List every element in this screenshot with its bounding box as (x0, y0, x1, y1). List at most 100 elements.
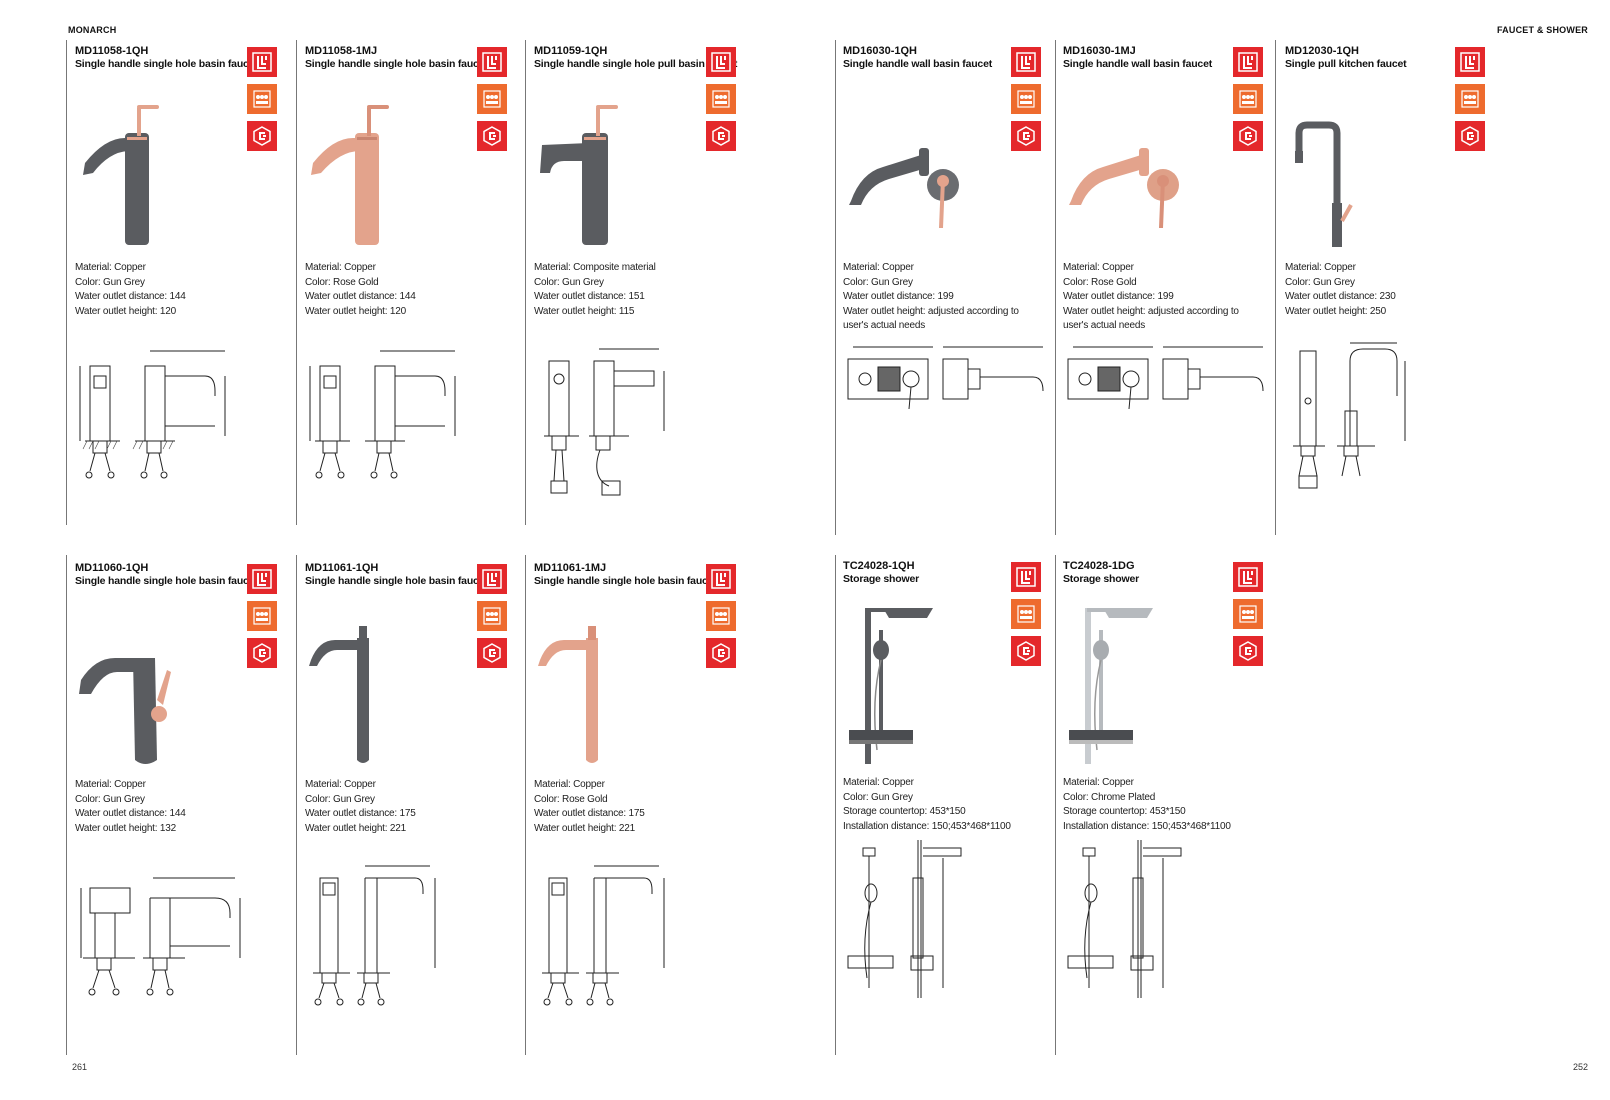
badge-column (1233, 562, 1265, 673)
product-title: Single handle wall basin faucet (1063, 58, 1213, 70)
c-mark-icon (1233, 121, 1263, 151)
badge-column (477, 47, 509, 158)
column-divider (66, 40, 67, 525)
column-divider (525, 40, 526, 525)
product-code: MD11058-1MJ (305, 45, 378, 57)
badge-column (1233, 47, 1265, 158)
product-card: TC24028-1QH Storage shower Material: Cop… (843, 560, 1058, 1050)
column-divider (835, 40, 836, 535)
design-award-icon (247, 84, 277, 114)
technical-drawing (1285, 341, 1485, 511)
c-mark-icon (477, 121, 507, 151)
badge-column (706, 564, 738, 675)
product-card: MD11058-1MJ Single handle single hole ba… (305, 45, 530, 535)
certification-mark-icon (1233, 562, 1263, 592)
c-mark-icon (247, 121, 277, 151)
product-title: Single handle single hole basin faucet (305, 58, 488, 70)
product-title: Single handle single hole basin faucet (534, 575, 717, 587)
product-specs: Material: Composite material Color: Gun … (534, 262, 656, 317)
product-title: Storage shower (1063, 573, 1139, 585)
technical-drawing (534, 341, 734, 501)
design-award-icon (477, 601, 507, 631)
column-divider (296, 40, 297, 525)
column-divider (1275, 40, 1276, 535)
badge-column (247, 564, 279, 675)
product-image (305, 93, 495, 253)
technical-drawing (1063, 339, 1273, 449)
column-divider (525, 555, 526, 1055)
product-image (843, 93, 1033, 253)
product-code: MD16030-1QH (843, 45, 917, 57)
product-code: TC24028-1DG (1063, 560, 1135, 572)
product-image (843, 600, 1033, 770)
c-mark-icon (477, 638, 507, 668)
product-image (75, 610, 265, 770)
product-code: MD11058-1QH (75, 45, 149, 57)
column-divider (835, 555, 836, 1055)
product-code: MD11059-1QH (534, 45, 608, 57)
product-card: TC24028-1DG Storage shower Material: Cop… (1063, 560, 1278, 1050)
badge-column (1011, 47, 1043, 158)
product-specs: Material: Copper Color: Gun Grey Water o… (843, 262, 1019, 331)
page-number: 252 (1572, 1062, 1588, 1072)
product-card: MD11061-1MJ Single handle single hole ba… (534, 562, 759, 1052)
product-card: MD11058-1QH Single handle single hole ba… (75, 45, 300, 535)
badge-column (477, 564, 509, 675)
product-title: Single handle single hole pull basin fau… (534, 58, 738, 70)
product-title: Single handle single hole basin faucet (305, 575, 488, 587)
product-card: MD16030-1MJ Single handle wall basin fau… (1063, 45, 1278, 535)
design-award-icon (477, 84, 507, 114)
product-image (305, 610, 495, 770)
certification-mark-icon (477, 564, 507, 594)
product-specs: Material: Copper Color: Rose Gold Water … (305, 262, 416, 317)
design-award-icon (1011, 84, 1041, 114)
technical-drawing (1063, 838, 1263, 1003)
product-title: Single handle wall basin faucet (843, 58, 993, 70)
certification-mark-icon (1233, 47, 1263, 77)
certification-mark-icon (247, 564, 277, 594)
technical-drawing (305, 858, 505, 1018)
section-label: FAUCET & SHOWER (1496, 25, 1588, 35)
product-specs: Material: Copper Color: Gun Grey Water o… (1285, 262, 1396, 317)
product-card: MD11060-1QH Single handle single hole ba… (75, 562, 300, 1052)
section-label: MONARCH (68, 25, 117, 35)
design-award-icon (247, 601, 277, 631)
technical-drawing (305, 341, 505, 501)
product-card: MD11059-1QH Single handle single hole pu… (534, 45, 759, 535)
badge-column (1011, 562, 1043, 673)
product-image (1063, 93, 1253, 253)
product-image (75, 93, 265, 253)
column-divider (66, 555, 67, 1055)
badge-column (247, 47, 279, 158)
product-code: MD12030-1QH (1285, 45, 1359, 57)
product-title: Single handle single hole basin faucet (75, 58, 258, 70)
design-award-icon (1233, 599, 1263, 629)
product-card: MD11061-1QH Single handle single hole ba… (305, 562, 530, 1052)
c-mark-icon (1011, 121, 1041, 151)
product-specs: Material: Copper Color: Chrome Plated St… (1063, 777, 1231, 832)
column-divider (296, 555, 297, 1055)
certification-mark-icon (1011, 562, 1041, 592)
product-title: Single pull kitchen faucet (1285, 58, 1407, 70)
product-code: MD16030-1MJ (1063, 45, 1136, 57)
c-mark-icon (1233, 636, 1263, 666)
product-image (1063, 600, 1253, 770)
certification-mark-icon (1455, 47, 1485, 77)
product-specs: Material: Copper Color: Rose Gold Water … (1063, 262, 1239, 331)
badge-column (706, 47, 738, 158)
certification-mark-icon (706, 47, 736, 77)
page-number: 261 (72, 1062, 88, 1072)
product-card: MD16030-1QH Single handle wall basin fau… (843, 45, 1058, 535)
product-specs: Material: Copper Color: Gun Grey Water o… (305, 779, 416, 834)
c-mark-icon (1011, 636, 1041, 666)
certification-mark-icon (247, 47, 277, 77)
product-specs: Material: Copper Color: Gun Grey Storage… (843, 777, 1011, 832)
design-award-icon (706, 601, 736, 631)
right-page: FAUCET & SHOWER 252 MD16030-1QH Single h… (805, 0, 1610, 1100)
product-title: Single handle single hole basin faucet (75, 575, 258, 587)
design-award-icon (1011, 599, 1041, 629)
product-code: TC24028-1QH (843, 560, 915, 572)
product-image (1285, 93, 1475, 253)
c-mark-icon (706, 638, 736, 668)
technical-drawing (843, 838, 1043, 1003)
